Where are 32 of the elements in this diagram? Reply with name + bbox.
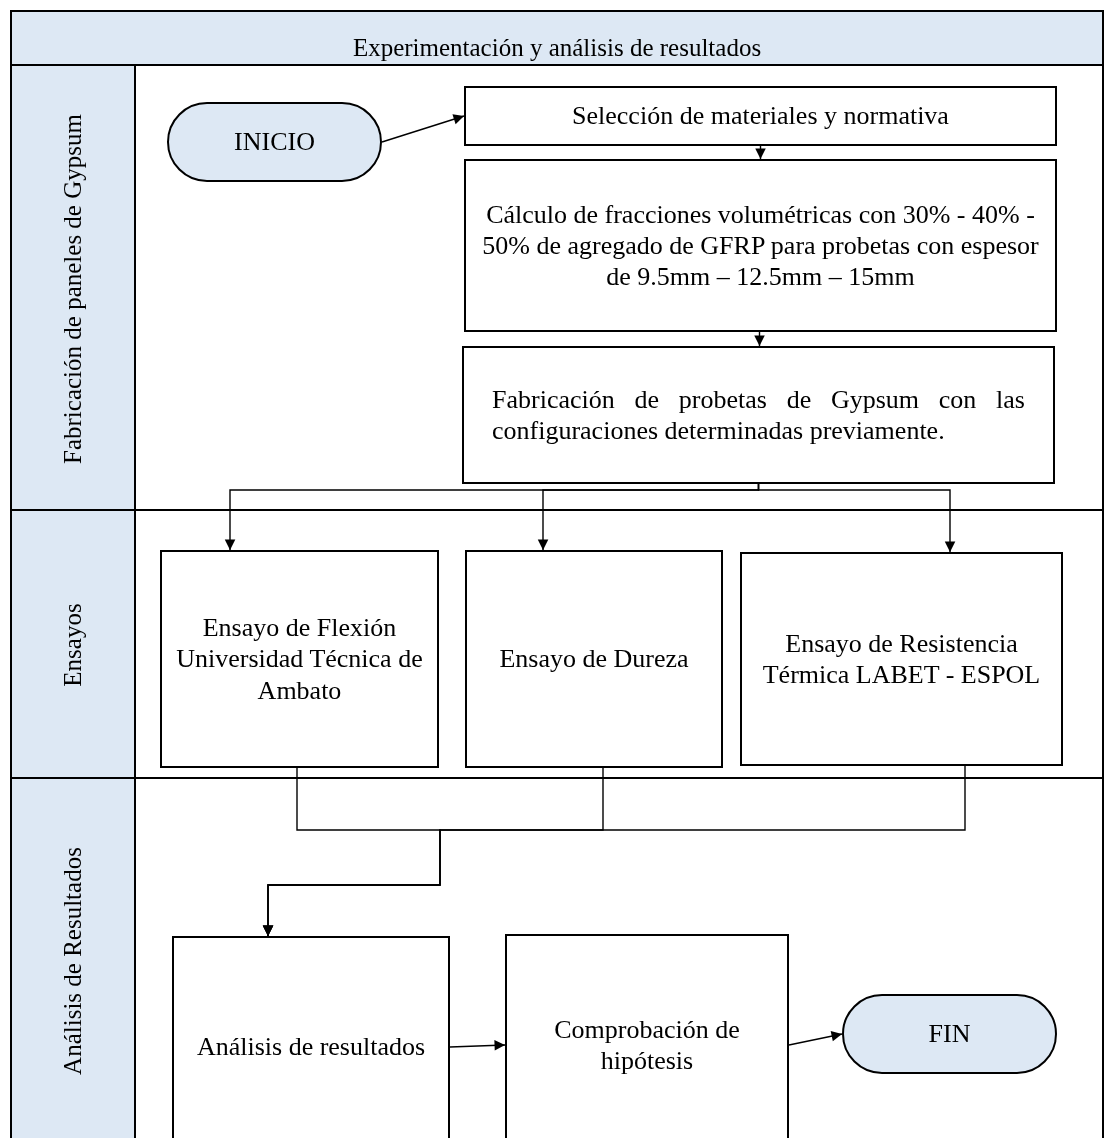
arrow — [755, 145, 766, 160]
process-box — [740, 552, 1063, 766]
arrow — [788, 1030, 843, 1046]
process-box — [160, 550, 439, 768]
lane-label: Análisis de Resultados — [58, 845, 87, 1077]
step-text: Comprobación de hipótesis — [553, 1013, 741, 1077]
step-text: Ensayo de Resistencia Térmica LABET - ESPOL — [761, 627, 1042, 691]
process-box — [462, 346, 1055, 484]
step-text: Ensayo de Dureza — [499, 643, 689, 675]
arrow — [381, 114, 465, 143]
lane-label: Fabricación de paneles de Gypsum — [58, 112, 87, 466]
step-text: INICIO — [234, 127, 315, 157]
process-box — [464, 86, 1057, 146]
step-text: Selección de materiales y normativa — [572, 100, 949, 132]
arrow — [757, 483, 956, 553]
step-text: FIN — [928, 1019, 971, 1049]
step-text: Análisis de resultados — [196, 1031, 426, 1063]
swimlane — [12, 509, 1102, 777]
process-box — [172, 936, 450, 1138]
arrow — [449, 1040, 506, 1051]
process-box — [465, 550, 723, 768]
lane-label: Ensayos — [58, 602, 87, 689]
arrow — [262, 765, 966, 937]
pool-title: Experimentación y análisis de resultados — [351, 34, 763, 62]
step-text: Cálculo de fracciones volumétricas con 30% - 40% - 50% de agregado de GFRP para probetas con espesor de 9.5mm – 12.5mm – 15mm — [481, 198, 1040, 293]
process-box — [505, 934, 789, 1138]
swimlane — [12, 777, 1102, 1138]
process-box — [464, 159, 1057, 332]
swimlane-pool — [10, 10, 1104, 1138]
step-text: Ensayo de Flexión Universidad Técnica de Ambato — [175, 612, 424, 706]
arrow — [754, 331, 765, 347]
step-text: Fabricación de probetas de Gypsum con las configuraciones determinadas previamente. — [492, 383, 1025, 447]
